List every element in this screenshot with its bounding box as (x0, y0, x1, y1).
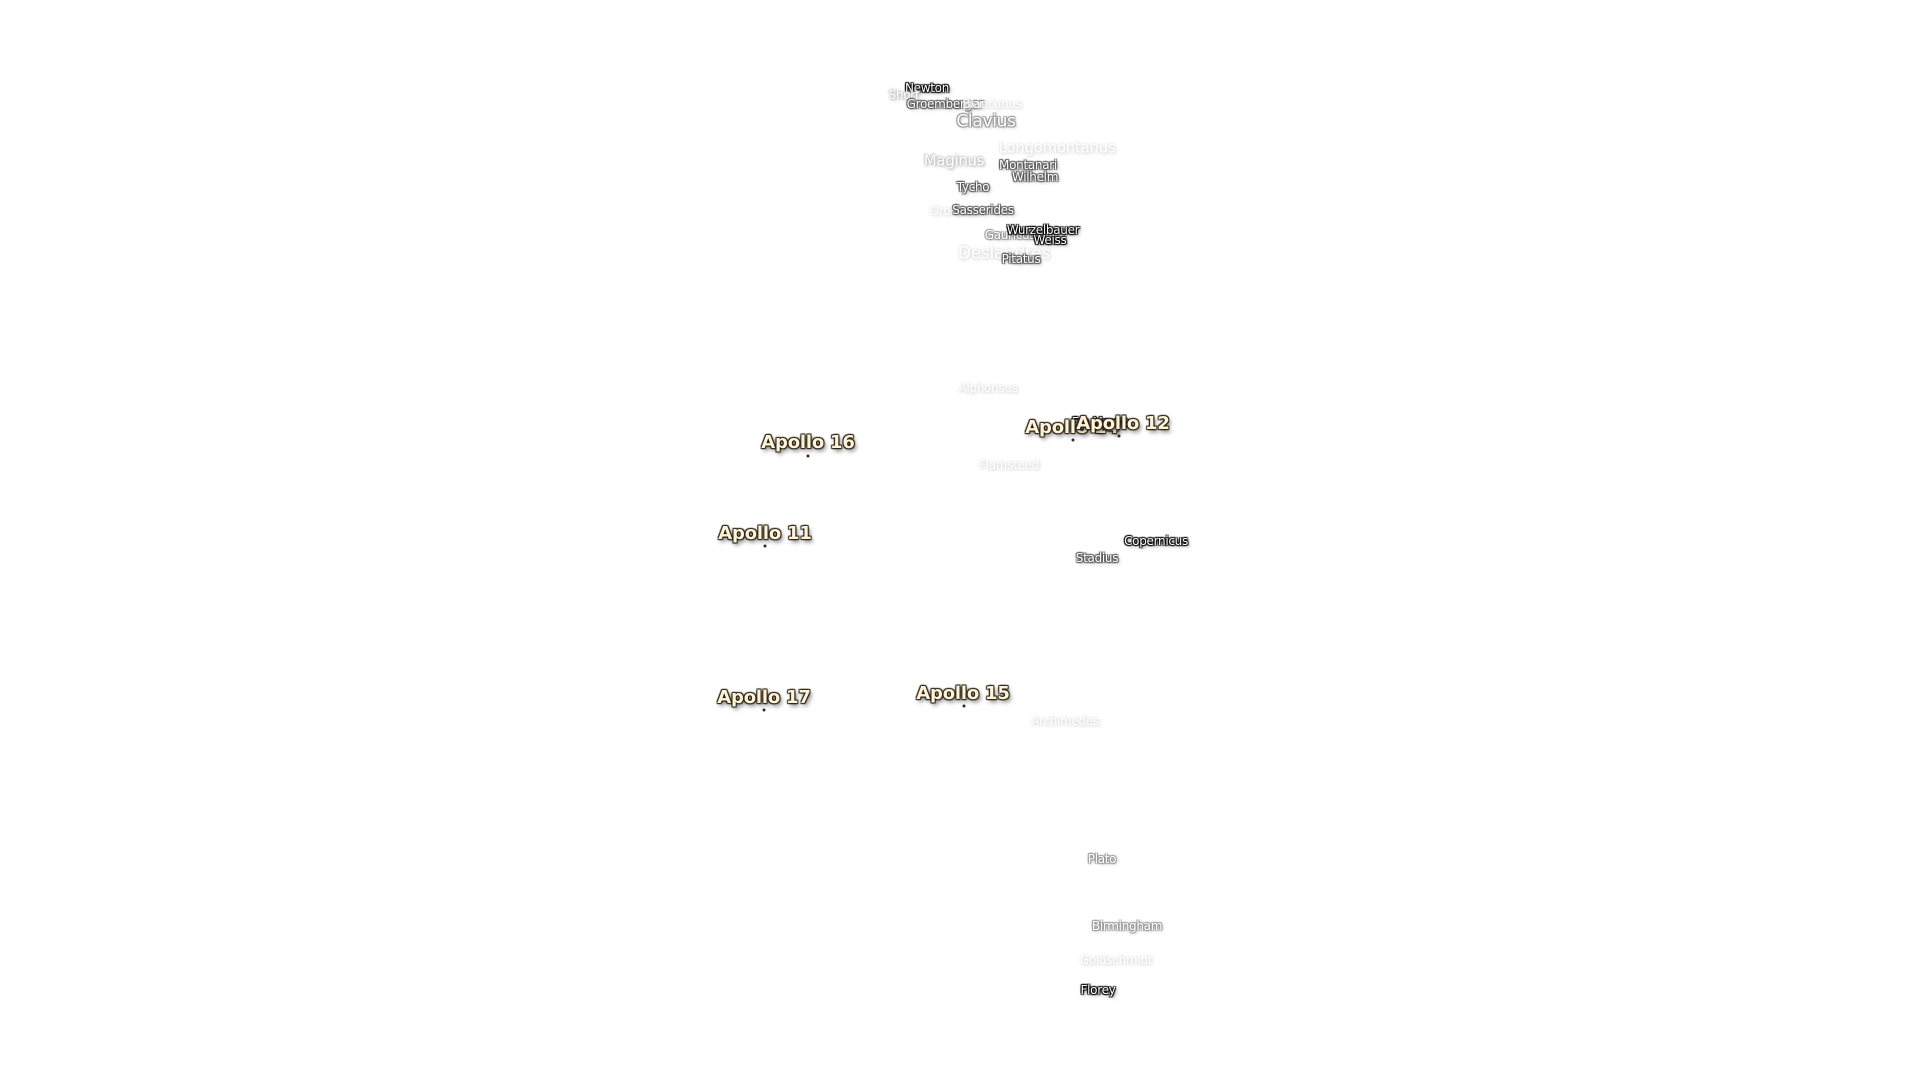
crater-label-birmingham[interactable]: Birmingham (1091, 919, 1163, 933)
crater-label-groemberger[interactable]: Groemberger (906, 97, 984, 111)
crater-label-wilhelm[interactable]: Wilhelm (1011, 170, 1059, 184)
crater-label-goldschmidt[interactable]: Goldschmidt (1079, 953, 1153, 967)
crater-label-maginus[interactable]: Maginus (923, 151, 985, 170)
landing-site-marker-apollo-17[interactable] (762, 708, 766, 712)
crater-label-flamsteed[interactable]: Flamsteed (979, 458, 1039, 472)
crater-label-copernicus[interactable]: Copernicus (1124, 534, 1188, 548)
crater-label-plato[interactable]: Plato (1087, 852, 1117, 866)
crater-label-short[interactable]: Short (888, 88, 920, 102)
landing-site-label-apollo-16[interactable]: Apollo 16 (761, 432, 855, 453)
crater-label-orontius[interactable]: Orontius (929, 204, 979, 218)
crater-label-fra-mauro[interactable]: Fra Mauro (1071, 415, 1129, 429)
landing-site-marker-apollo-12[interactable] (1117, 434, 1121, 438)
crater-label-pitatus[interactable]: Pitatus (1001, 252, 1041, 266)
crater-label-weiss[interactable]: Weiss (1033, 233, 1067, 247)
landing-site-label-apollo-15[interactable]: Apollo 15 (916, 683, 1010, 704)
crater-label-archimedes[interactable]: Archimedes (1031, 714, 1099, 728)
landing-site-marker-apollo-11[interactable] (763, 544, 767, 548)
crater-label-blancanus[interactable]: Blancanus (962, 97, 1022, 111)
landing-site-label-apollo-11[interactable]: Apollo 11 (718, 523, 812, 544)
landing-site-marker-apollo-16[interactable] (806, 454, 810, 458)
crater-label-tycho[interactable]: Tycho (956, 180, 990, 194)
crater-label-gauricus[interactable]: Gauricus (984, 228, 1036, 242)
crater-label-deslandres[interactable]: Deslandres (957, 243, 1051, 264)
landing-site-marker-apollo-15[interactable] (962, 704, 966, 708)
crater-label-sasserides[interactable]: Sasserides (952, 203, 1014, 217)
crater-label-montanari[interactable]: Montanari (999, 158, 1057, 172)
crater-label-stadius[interactable]: Stadius (1075, 551, 1119, 565)
crater-label-clavius[interactable]: Clavius (956, 111, 1016, 132)
crater-label-florey[interactable]: Florey (1080, 983, 1116, 997)
crater-label-newton[interactable]: Newton (904, 81, 950, 95)
crater-label-longomontanus[interactable]: Longomontanus (998, 138, 1116, 157)
landing-site-label-apollo-17[interactable]: Apollo 17 (717, 687, 811, 708)
crater-label-alphonsus[interactable]: Alphonsus (958, 381, 1018, 395)
landing-site-label-apollo-12[interactable]: Apollo 12 (1076, 413, 1170, 434)
landing-site-marker-apollo-14[interactable] (1071, 438, 1075, 442)
landing-site-label-apollo-14[interactable]: Apollo 14 (1025, 417, 1119, 438)
crater-label-wurzelbauer[interactable]: Wurzelbauer (1006, 223, 1080, 237)
